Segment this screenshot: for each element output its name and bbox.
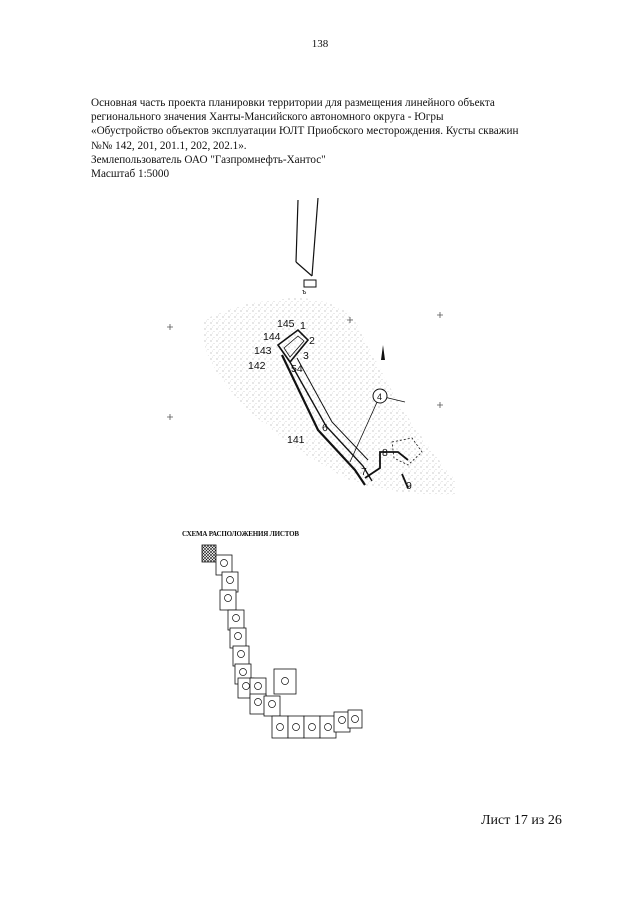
plan-map: ъ 4 145 1 144 2 143 3 142 54 6 141 [167,197,455,495]
label-8: 8 [382,447,388,459]
sheet-layout-scheme [201,544,363,739]
scheme-title: СХЕМА РАСПОЛОЖЕНИЯ ЛИСТОВ [182,530,299,538]
label-143: 143 [254,345,272,357]
label-3: 3 [303,350,309,362]
sheet-grid [201,544,363,739]
pad-8-outline [391,437,423,466]
document-header: Основная часть проекта планировки террит… [91,96,561,181]
header-line: Масштаб 1:5000 [91,168,170,181]
label-142: 142 [248,360,266,372]
current-sheet-marker [201,544,217,563]
label-1: 1 [300,320,306,332]
svg-text:ъ: ъ [302,289,307,296]
header-line: регионального значения Ханты-Мансийского… [91,111,444,124]
well-marker [303,279,317,288]
sheet-number-circles [220,559,359,731]
label-145: 145 [277,318,295,330]
sheet-number: Лист 17 из 26 [481,813,562,828]
label-2: 2 [309,335,315,347]
header-line: Основная часть проекта планировки террит… [91,97,495,109]
label-7: 7 [361,466,367,478]
header-line: №№ 142, 201, 201.1, 202, 202.1». [91,139,247,152]
survey-crosses [167,312,443,420]
callout-line [349,399,379,463]
pipeline-corridor [281,354,409,489]
point-labels: 145 1 144 2 143 3 142 54 6 141 8 7 9 [248,318,412,492]
label-54: 54 [291,363,303,375]
label-9: 9 [406,480,412,492]
callout-line [383,396,406,403]
header-line: «Обустройство объектов эксплуатации ЮЛТ … [91,125,519,138]
forest-area [203,298,455,495]
label-144: 144 [263,331,281,343]
callout-label: 4 [377,392,382,402]
page-number: 138 [311,38,329,50]
label-141: 141 [287,434,305,446]
label-6: 6 [322,422,328,434]
road-north [295,197,319,277]
north-arrow-icon [381,345,385,360]
callout-circle [372,388,388,404]
header-line: Землепользователь ОАО "Газпромнефть-Хант… [91,153,326,166]
well-pad [276,328,310,364]
